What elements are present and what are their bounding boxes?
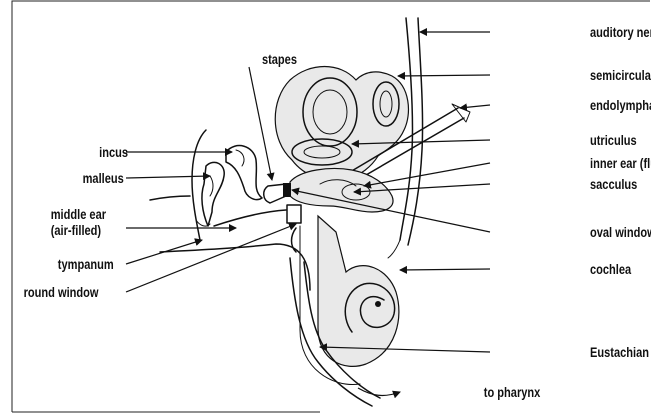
label-round-window: round window bbox=[24, 285, 99, 300]
leader-endolymphatic-ducts bbox=[460, 105, 490, 108]
stapes-drawing bbox=[264, 183, 291, 203]
semicircular-canals-drawing bbox=[275, 67, 408, 182]
cochlea-drawing bbox=[300, 216, 399, 385]
leader-inner-ear bbox=[364, 163, 490, 186]
label-middle-ear-line1: middle ear bbox=[51, 207, 106, 222]
label-eustachian-tube: Eustachian tube bbox=[590, 345, 651, 360]
label-utriculus: utriculus bbox=[590, 133, 637, 148]
leader-stapes bbox=[249, 67, 272, 180]
leader-round-window bbox=[126, 224, 296, 292]
label-sacculus: sacculus bbox=[590, 177, 637, 192]
label-inner-ear: inner ear (fluid-filled) bbox=[590, 156, 651, 171]
label-to-pharynx: to pharynx bbox=[484, 385, 541, 400]
label-endolymphatic-ducts: endolymphatic ducts bbox=[590, 98, 651, 113]
label-semicircular-canals: semicircular canals bbox=[590, 68, 651, 83]
label-auditory-nerve: auditory nerve bbox=[590, 25, 651, 40]
label-tympanum: tympanum bbox=[58, 257, 114, 272]
label-cochlea: cochlea bbox=[590, 262, 631, 277]
label-oval-window: oval window bbox=[590, 225, 651, 240]
label-middle-ear-line2: (air-filled) bbox=[51, 223, 101, 238]
label-malleus: malleus bbox=[83, 171, 124, 186]
leader-semicircular-canals bbox=[398, 75, 490, 76]
label-stapes: stapes bbox=[262, 52, 297, 67]
incus-drawing bbox=[226, 146, 262, 200]
leader-cochlea bbox=[400, 269, 490, 270]
malleus-drawing bbox=[202, 162, 224, 226]
window-region-drawing bbox=[287, 205, 301, 252]
leader-malleus bbox=[126, 176, 210, 178]
leader-tympanum bbox=[126, 240, 202, 264]
label-incus: incus bbox=[99, 145, 128, 160]
